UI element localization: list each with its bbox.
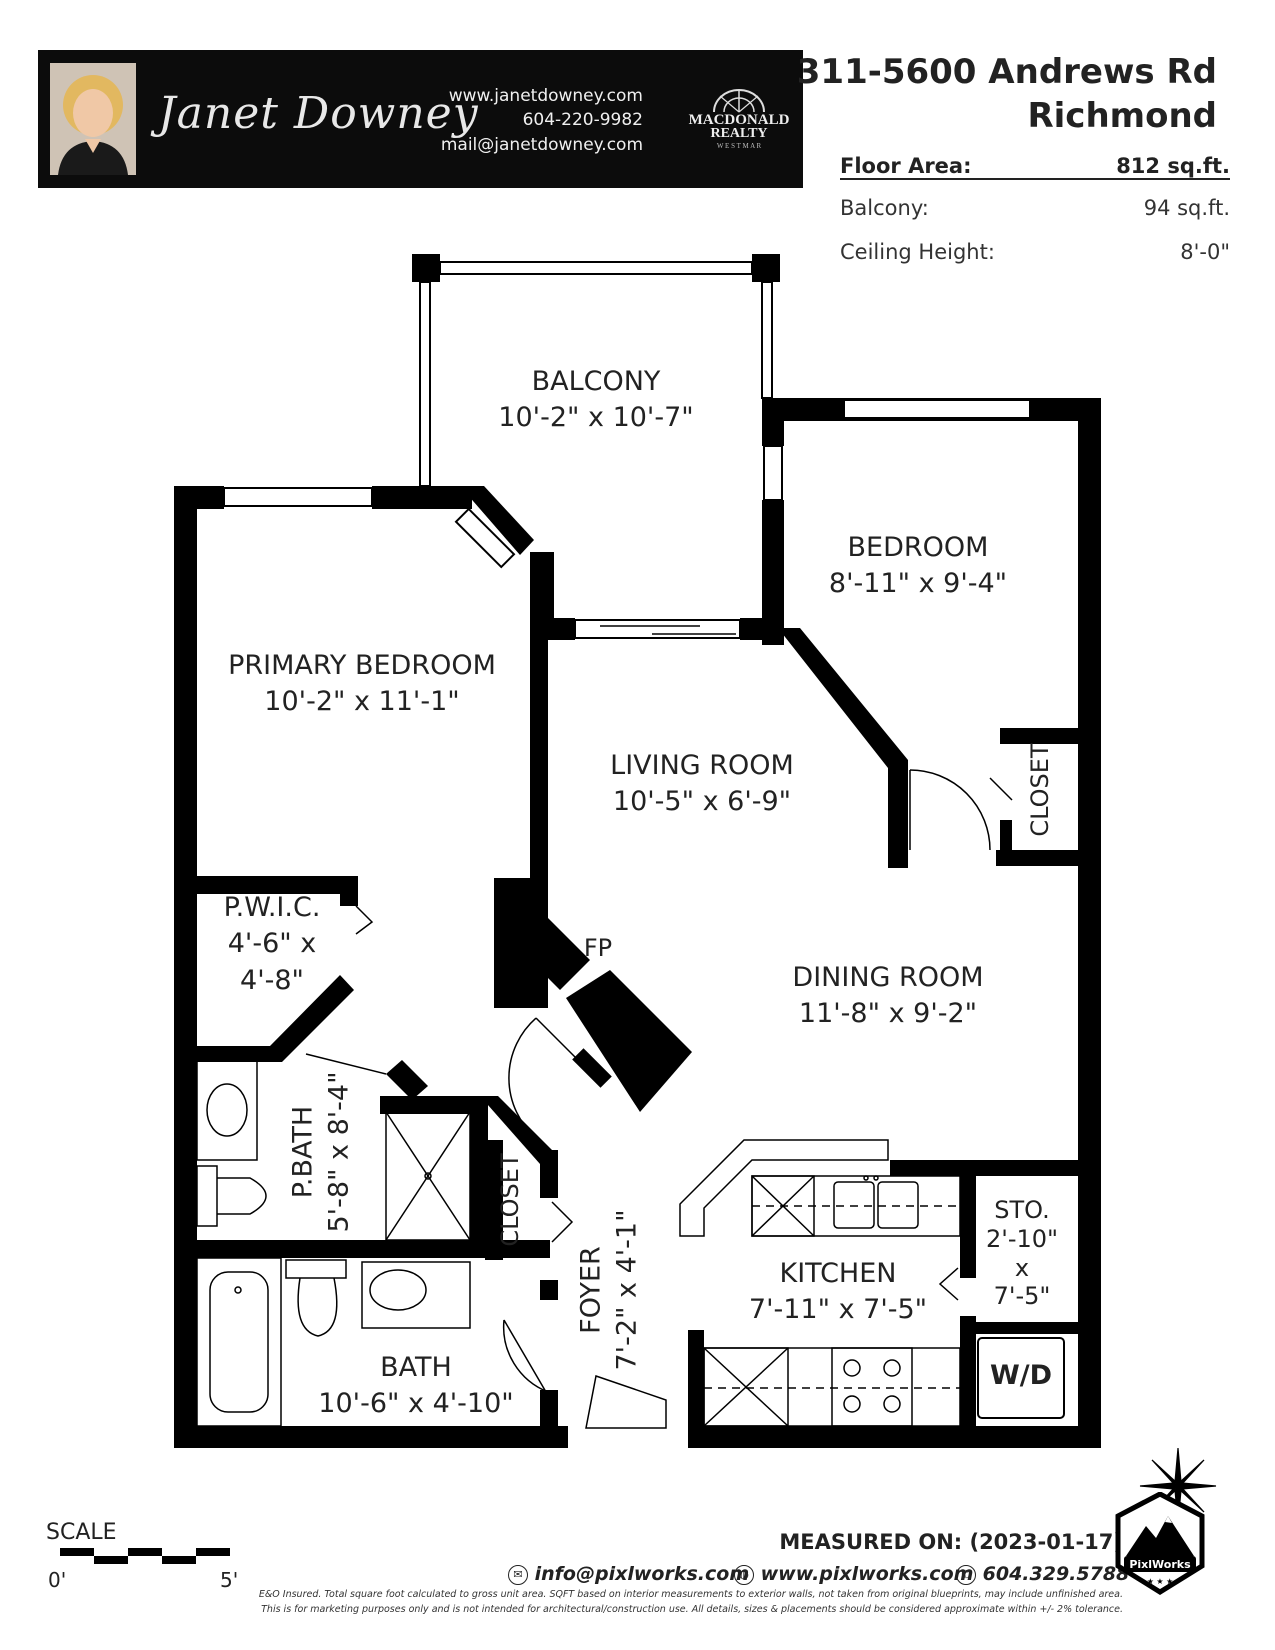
stat-label: Balcony: [840,196,929,220]
svg-text:★ ★ ★: ★ ★ ★ [1147,1577,1174,1586]
room-foyer: FOYER 7'-2" x 4'-1" [574,1209,647,1370]
disclaimer-line1: E&O Insured. Total square foot calculate… [258,1589,1123,1600]
room-living: LIVING ROOM 10'-5" x 6'-9" [610,748,794,821]
scale-label: SCALE [46,1520,117,1545]
address-line1: 311-5600 Andrews Rd [796,52,1217,92]
room-dims: 7'-11" x 7'-5" [748,1294,928,1326]
room-dims: 10'-2" x 11'-1" [264,686,460,718]
globe-icon: ◍ [734,1564,754,1585]
room-dining: DINING ROOM 11'-8" x 9'-2" [792,960,983,1033]
room-dims: 2'-10" [985,1224,1059,1253]
room-name: BEDROOM [847,532,989,563]
room-dims: 7'-2" x 4'-1" [612,1209,643,1371]
pixlworks-phone[interactable]: 604.329.5788 [982,1563,1130,1585]
room-name: BATH [380,1352,452,1383]
stat-value: 8'-0" [1180,240,1230,264]
disclaimer-line2: This is for marketing purposes only and … [261,1604,1123,1615]
logo-text: PixlWorks [1129,1558,1191,1571]
room-storage: STO. 2'-10" x 7'-5" [986,1196,1058,1311]
pixlworks-phone-row[interactable]: ✆ 604.329.5788 [956,1563,1129,1585]
email-icon: ✉ [508,1564,528,1585]
bath-fixtures [196,1257,471,1427]
stat-ceiling-height: Ceiling Height: 8'-0" [840,240,1230,264]
sliding-door [600,625,736,635]
doors [305,769,1013,1429]
room-fireplace: FP [583,934,613,962]
stat-floor-area: Floor Area: 812 sq.ft. [840,154,1230,180]
room-name: DINING ROOM [792,962,984,993]
room-bath: BATH 10'-6" x 4'-10" [318,1350,513,1423]
scale-start: 0' [48,1568,67,1592]
room-name: PRIMARY BEDROOM [228,650,496,681]
phone-icon: ✆ [956,1564,976,1585]
pixlworks-web-row[interactable]: ◍ www.pixlworks.com [734,1563,973,1585]
agent-photo [50,63,136,175]
room-closet-bedroom: CLOSET [1025,743,1054,837]
room-dims: 8'-11" x 9'-4" [828,568,1008,600]
room-dims: 4'-8" [240,964,304,996]
agent-email[interactable]: mail@janetdowney.com [440,135,643,155]
room-dims: 10'-6" x 4'-10" [318,1388,514,1420]
scale-end: 5' [220,1568,239,1592]
agent-phone[interactable]: 604-220-9982 [522,110,643,130]
kitchen-fixtures [679,1139,1065,1427]
agent-banner: Janet Downey www.janetdowney.com 604-220… [38,50,803,188]
room-pbath: P.BATH 5'-8" x 8'-4" [286,1071,359,1232]
pbath-fixtures [196,1059,471,1241]
room-dims: 4'-6" x [227,928,317,960]
room-bedroom: BEDROOM 8'-11" x 9'-4" [829,530,1007,603]
room-dims: 10'-5" x 6'-9" [612,786,792,818]
pixlworks-logo: PixlWorks ★ ★ ★ [1115,1492,1205,1595]
stat-balcony: Balcony: 94 sq.ft. [840,196,1230,220]
room-dims: 7'-5" [993,1282,1051,1311]
room-name: LIVING ROOM [610,750,794,781]
room-dims: x [1014,1253,1030,1282]
stat-label: Ceiling Height: [840,240,995,264]
address-line2: Richmond [1027,96,1217,136]
pixlworks-email[interactable]: info@pixlworks.com [534,1563,750,1585]
stat-label: Floor Area: [840,154,972,178]
room-name: STO. [994,1196,1050,1224]
room-pwic: P.W.I.C. 4'-6" x 4'-8" [224,890,321,999]
brokerage-line2: REALTY [710,126,767,141]
brokerage-logo: MACDONALD REALTY W E S T M A R [680,86,798,150]
room-kitchen: KITCHEN 7'-11" x 7'-5" [749,1256,927,1329]
room-name: KITCHEN [779,1258,897,1289]
room-name: P.W.I.C. [223,892,321,923]
pixlworks-web[interactable]: www.pixlworks.com [760,1563,974,1585]
balcony-railing [412,254,780,487]
washer-dryer: W/D [989,1360,1053,1391]
room-closet-foyer: CLOSET [495,1153,524,1247]
walls [174,398,1101,1448]
room-name: P.BATH [287,1105,319,1199]
room-dims: 5'-8" x 8'-4" [324,1071,355,1233]
agent-website[interactable]: www.janetdowney.com [448,86,643,106]
measured-date: MEASURED ON: (2023-01-17) [779,1530,1123,1554]
stat-value: 94 sq.ft. [1143,196,1230,220]
pixlworks-email-row[interactable]: ✉ info@pixlworks.com [508,1563,749,1585]
brokerage-line1: MACDONALD [689,112,790,128]
room-dims: 10'-2" x 10'-7" [498,402,694,434]
room-name: BALCONY [531,366,661,397]
scale-bar [60,1548,230,1564]
stat-value: 812 sq.ft. [1116,154,1230,178]
room-primary-bedroom: PRIMARY BEDROOM 10'-2" x 11'-1" [228,648,496,721]
brokerage-line3: W E S T M A R [717,142,762,150]
room-name: FOYER [575,1246,607,1334]
room-dims: 11'-8" x 9'-2" [798,998,978,1030]
room-balcony: BALCONY 10'-2" x 10'-7" [498,364,693,437]
